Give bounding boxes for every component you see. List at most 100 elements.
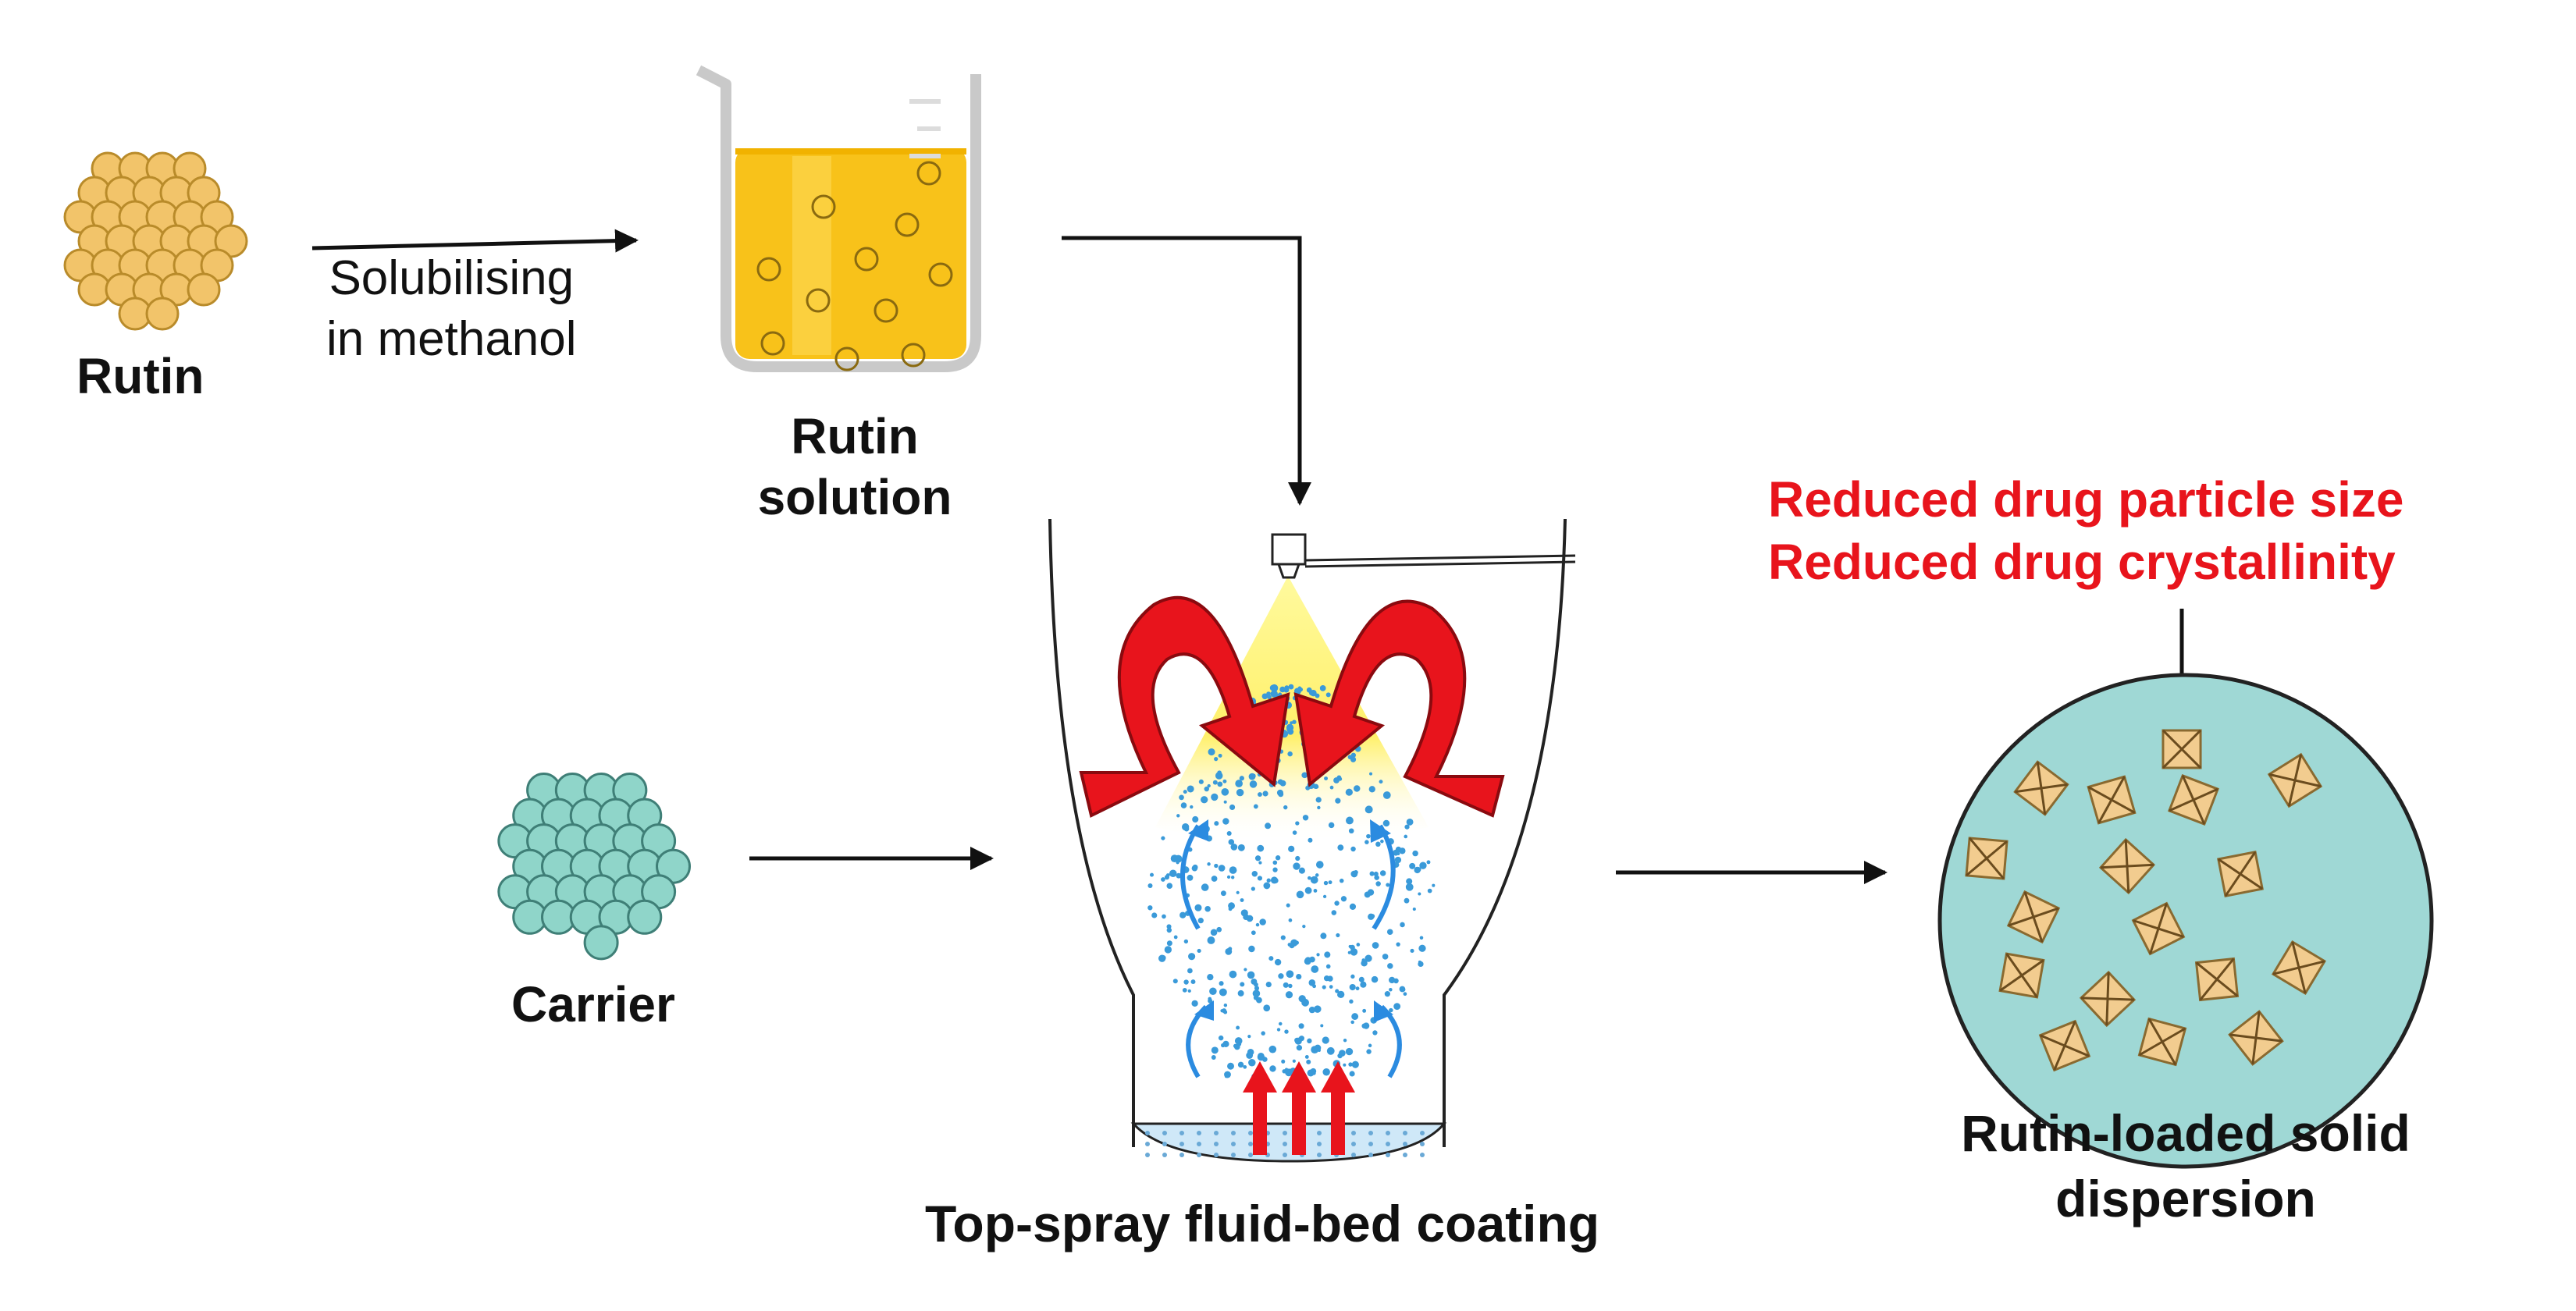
dissolved-particle xyxy=(901,343,926,368)
spray-droplet xyxy=(1182,987,1187,993)
spray-droplet xyxy=(1389,976,1396,984)
spray-droplet xyxy=(1315,797,1322,803)
spray-droplet xyxy=(1400,922,1405,928)
spray-droplet xyxy=(1160,954,1166,961)
spray-droplet xyxy=(1350,870,1358,878)
spray-droplet xyxy=(1334,901,1340,906)
spray-droplet xyxy=(1180,802,1187,808)
spray-droplet xyxy=(1314,1005,1322,1013)
spray-droplet xyxy=(1301,772,1308,779)
spray-droplet xyxy=(1302,924,1306,929)
spray-droplet xyxy=(1287,728,1294,735)
spray-droplet xyxy=(1176,814,1180,818)
spray-droplet xyxy=(1258,792,1262,798)
spray-droplet xyxy=(1328,822,1335,829)
spray-droplet xyxy=(1256,997,1262,1004)
solution-liquid xyxy=(735,148,966,359)
spray-droplet xyxy=(1208,748,1215,756)
spray-droplet xyxy=(1304,886,1312,894)
rutin-particle xyxy=(187,272,221,307)
spray-droplet xyxy=(1389,988,1393,992)
spray-droplet xyxy=(1226,875,1231,879)
solution-line-2: solution xyxy=(757,469,952,525)
spray-droplet xyxy=(1373,871,1379,877)
spray-droplet xyxy=(1354,785,1361,792)
spray-droplet xyxy=(1210,929,1218,936)
spray-droplet xyxy=(1187,989,1191,993)
spray-droplet xyxy=(1251,871,1258,877)
spray-droplet xyxy=(1226,830,1232,837)
spray-droplet xyxy=(1235,780,1244,787)
dissolved-particle xyxy=(760,331,785,356)
drug-crystal xyxy=(2079,970,2137,1028)
spray-droplet xyxy=(1239,776,1244,781)
product-label: Rutin-loaded solid dispersion xyxy=(1889,1100,2482,1231)
spray-droplet xyxy=(1223,1010,1228,1014)
spray-droplet xyxy=(1288,918,1293,922)
spray-droplet xyxy=(1412,908,1416,911)
spray-droplet xyxy=(1248,1058,1256,1067)
spray-droplet xyxy=(1272,867,1278,872)
spray-droplet xyxy=(1197,948,1201,954)
spray-droplet xyxy=(1372,1030,1378,1036)
spray-droplet xyxy=(1328,880,1332,885)
spray-droplet xyxy=(1292,719,1297,724)
dissolved-particle xyxy=(895,212,920,237)
drug-crystal xyxy=(2228,1010,2284,1066)
spray-droplet xyxy=(1288,845,1295,852)
spray-droplet xyxy=(1361,960,1368,967)
spray-droplet xyxy=(1345,1047,1354,1056)
drug-crystal xyxy=(2161,729,2202,769)
spray-droplet xyxy=(1255,922,1260,927)
spray-droplet xyxy=(1162,914,1166,919)
spray-droplet xyxy=(1426,860,1431,865)
spray-droplet xyxy=(1279,780,1286,787)
spray-droplet xyxy=(1364,805,1373,814)
spray-droplet xyxy=(1190,805,1194,809)
spray-droplet xyxy=(1284,685,1290,691)
spray-droplet xyxy=(1427,888,1432,894)
spray-droplet xyxy=(1337,844,1344,851)
spray-droplet xyxy=(1147,905,1153,911)
spray-droplet xyxy=(1419,862,1427,869)
beaker-icon xyxy=(696,65,981,372)
spray-droplet xyxy=(1405,883,1414,891)
spray-droplet xyxy=(1201,883,1209,891)
spray-droplet xyxy=(1351,1013,1359,1020)
spray-droplet xyxy=(1345,788,1353,796)
circulation-arrow-right xyxy=(1293,599,1505,818)
spray-droplet xyxy=(1304,1055,1309,1059)
spray-droplet xyxy=(1237,1061,1244,1068)
spray-droplet xyxy=(1382,791,1391,799)
spray-droplet xyxy=(1375,881,1381,886)
spray-droplet xyxy=(1275,855,1281,861)
spray-droplet xyxy=(1368,1043,1372,1048)
spray-droplet xyxy=(1161,877,1165,882)
spray-droplet xyxy=(1218,1035,1224,1041)
spray-droplet xyxy=(1223,1004,1228,1007)
spray-droplet xyxy=(1254,855,1261,862)
spray-droplet xyxy=(1190,979,1196,985)
dissolved-particle xyxy=(811,194,836,219)
spray-droplet xyxy=(1360,981,1367,988)
spray-droplet xyxy=(1228,907,1233,911)
spray-droplet xyxy=(1406,818,1414,826)
drug-crystal xyxy=(2013,760,2069,816)
drug-crystal xyxy=(2217,851,2264,897)
spray-droplet xyxy=(1389,1007,1393,1013)
effect-line-1: Reduced drug particle size xyxy=(1768,471,2404,528)
spray-droplet xyxy=(1322,985,1326,989)
spray-droplet xyxy=(1348,1062,1353,1067)
spray-droplet xyxy=(1222,779,1227,783)
spray-droplet xyxy=(1309,956,1315,963)
spray-droplet xyxy=(1215,772,1223,780)
spray-droplet xyxy=(1329,785,1334,790)
spray-droplet xyxy=(1230,844,1238,851)
spray-droplet xyxy=(1218,753,1222,758)
spray-droplet xyxy=(1294,1037,1302,1045)
spray-droplet xyxy=(1169,869,1177,877)
spray-droplet xyxy=(1384,991,1391,997)
spray-droplet xyxy=(1324,951,1331,958)
spray-droplet xyxy=(1348,828,1354,834)
spray-droplet xyxy=(1350,1020,1354,1025)
